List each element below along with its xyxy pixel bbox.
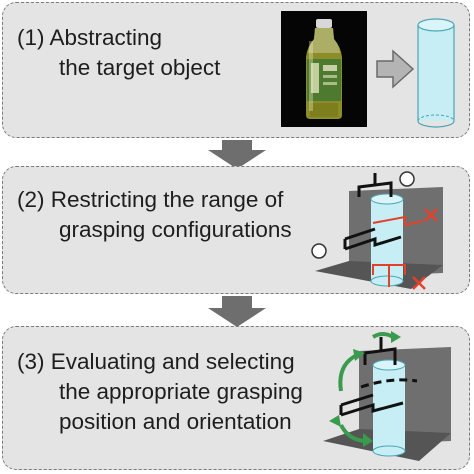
step-2-label: (2) Restricting the range of bbox=[17, 187, 284, 212]
step-2-panel: (2) Restricting the range of grasping co… bbox=[2, 166, 470, 294]
step-1-line-2: the target object bbox=[59, 55, 221, 80]
step-3-line-1: Evaluating and selecting bbox=[50, 349, 295, 374]
gripper-icon bbox=[357, 173, 393, 197]
step-3-number: (3) bbox=[17, 349, 45, 374]
step-1-label: (1) Abstracting bbox=[17, 25, 163, 50]
reject-x-icon-2 bbox=[412, 276, 426, 290]
cylinder-icon bbox=[417, 18, 455, 128]
flow-arrow-2 bbox=[208, 296, 266, 327]
grasp-evaluation-figure bbox=[323, 331, 451, 461]
step-2-line-2: grasping configurations bbox=[59, 217, 292, 242]
abstraction-arrow-icon bbox=[376, 49, 415, 89]
gripper-icon-top bbox=[363, 337, 397, 365]
step-3-line-3: position and orientation bbox=[59, 409, 292, 434]
reject-x-icon bbox=[424, 208, 438, 222]
bottle-photo bbox=[281, 11, 367, 127]
step-1-panel: (1) Abstracting the target object bbox=[2, 2, 470, 138]
step-3-panel: (3) Evaluating and selecting the appropr… bbox=[2, 326, 470, 470]
step-1-number: (1) bbox=[17, 25, 45, 50]
step-2-number: (2) bbox=[17, 187, 45, 212]
step-1-line-1: Abstracting bbox=[49, 25, 163, 50]
circle-marker-icon-2 bbox=[311, 243, 327, 259]
gripper-icon-side bbox=[339, 393, 404, 417]
flow-arrow-1 bbox=[208, 140, 266, 169]
step-2-line-1: Restricting the range of bbox=[50, 187, 284, 212]
step-3-line-2: the appropriate grasping bbox=[59, 379, 303, 404]
circle-marker-icon bbox=[399, 171, 415, 187]
grasp-restriction-figure bbox=[311, 171, 443, 290]
step-3-label: (3) Evaluating and selecting bbox=[17, 349, 295, 374]
rejected-gripper bbox=[372, 215, 424, 287]
